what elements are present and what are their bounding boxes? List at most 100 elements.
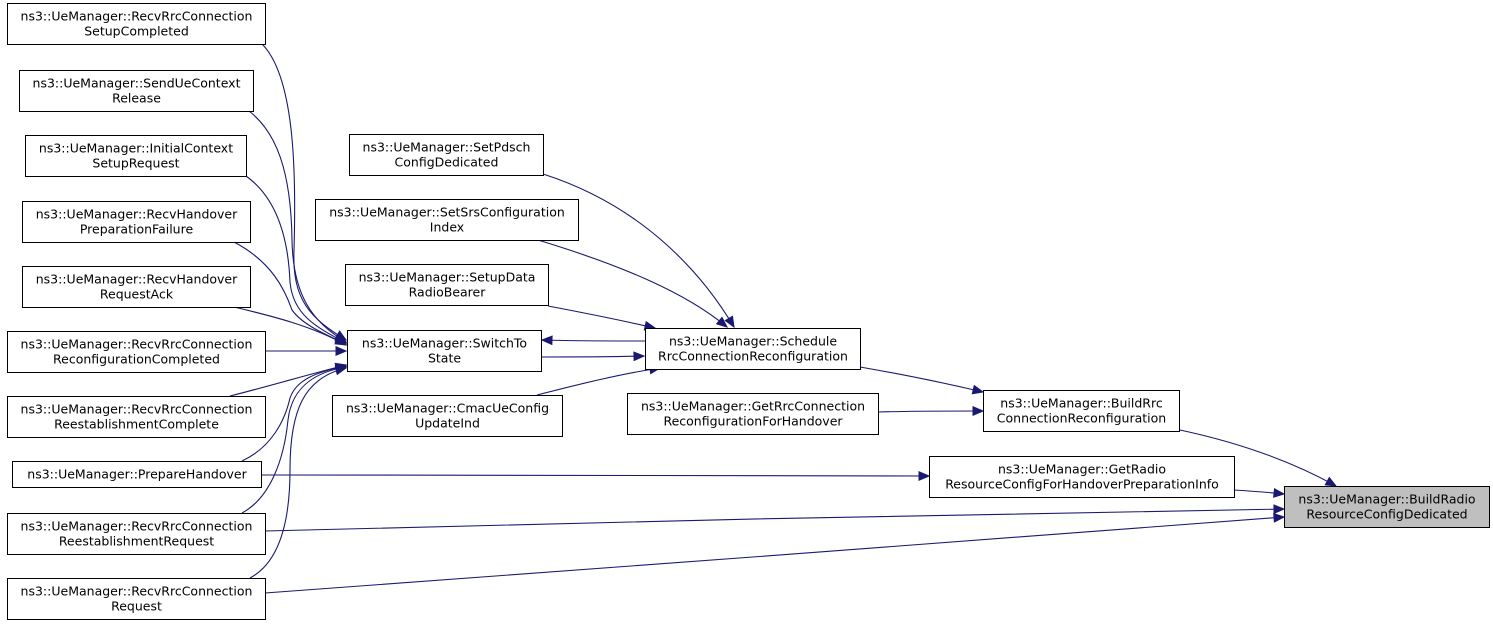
node-label-line: RadioBearer [409, 285, 487, 300]
node-label-line: ConfigDedicated [395, 155, 499, 170]
node-label-line: ReconfigurationCompleted [53, 352, 220, 367]
edge-set_pdsch_config_dedicated-to-schedule_rrc_connection_reconfiguration [542, 173, 735, 329]
edge-set_srs_configuration_index-to-schedule_rrc_connection_reconfiguration [537, 239, 728, 328]
node-build_rrc_connection_reconfiguration[interactable]: ns3::UeManager::BuildRrcConnectionReconf… [983, 390, 1180, 432]
edge-line [542, 173, 735, 328]
node-box [345, 264, 549, 306]
node-label-line: ReconfigurationForHandover [663, 414, 843, 429]
node-box [315, 199, 579, 241]
node-box [7, 331, 266, 373]
node-label-line: Release [112, 91, 161, 106]
edge-schedule_rrc_connection_reconfiguration-to-build_rrc_connection_reconfiguration [859, 366, 985, 395]
arrow-head [334, 335, 348, 346]
node-box [983, 390, 1180, 432]
edge-line [241, 366, 347, 514]
edge-recv_reestablishment_request-to-build_radio_resource_config_dedicated [264, 504, 1286, 532]
node-label-line: ns3::UeManager::GetRadio [998, 462, 1166, 477]
node-label-line: UpdateInd [415, 416, 480, 431]
node-label-line: ns3::UeManager::SendUeContext [33, 76, 241, 91]
node-box [19, 70, 254, 112]
node-recv_reconfiguration_completed[interactable]: ns3::UeManager::RecvRrcConnectionReconfi… [7, 331, 266, 373]
edge-cmac_ue_config_update_ind-to-schedule_rrc_connection_reconfiguration [536, 364, 662, 396]
node-box [347, 330, 542, 372]
node-label-line: ns3::UeManager::CmacUeConfig [346, 401, 549, 416]
node-box [25, 135, 247, 177]
node-label-line: ns3::UeManager::SetSrsConfiguration [329, 205, 565, 220]
edge-switch_to_state-to-schedule_rrc_connection_reconfiguration [540, 351, 646, 362]
node-label-line: ns3::UeManager::SetupData [359, 270, 536, 285]
node-box [349, 134, 544, 176]
node-prepare_handover[interactable]: ns3::UeManager::PrepareHandover [12, 461, 262, 488]
node-box [1284, 486, 1490, 528]
node-label-line: ns3::UeManager::InitialContext [39, 141, 233, 156]
node-get_radio_resource_config_for_handover_preparation_info[interactable]: ns3::UeManager::GetRadioResourceConfigFo… [929, 456, 1235, 498]
node-recv_reestablishment_complete[interactable]: ns3::UeManager::RecvRrcConnectionReestab… [7, 396, 266, 438]
edge-line [233, 306, 347, 346]
edge-line [248, 110, 347, 343]
node-schedule_rrc_connection_reconfiguration[interactable]: ns3::UeManager::ScheduleRrcConnectionRec… [645, 328, 861, 370]
edge-line [264, 516, 1285, 594]
node-label-line: ns3::UeManager::RecvHandover [36, 272, 238, 287]
node-label-line: ConnectionReconfiguration [997, 411, 1166, 426]
node-recv_handover_preparation_failure[interactable]: ns3::UeManager::RecvHandoverPreparationF… [22, 201, 251, 243]
edge-line [540, 355, 645, 358]
node-label-line: PreparationFailure [80, 222, 194, 237]
edge-line [260, 474, 930, 477]
node-box [7, 578, 266, 620]
node-label-line: ns3::UeManager::Schedule [669, 334, 837, 349]
node-label-line: ReestablishmentComplete [54, 417, 219, 432]
node-label-line: ns3::UeManager::BuildRadio [1298, 492, 1475, 507]
node-label-line: SetupRequest [92, 156, 179, 171]
node-box [332, 395, 563, 437]
node-label-line: ns3::UeManager::RecvRrcConnection [21, 519, 253, 534]
node-label-line: ns3::UeManager::BuildRrc [1000, 396, 1163, 411]
node-get_rrc_connection_reconfiguration_for_handover[interactable]: ns3::UeManager::GetRrcConnectionReconfig… [627, 393, 879, 435]
edge-recv_connection_request-to-build_radio_resource_config_dedicated [264, 512, 1286, 594]
edge-line [547, 305, 656, 329]
edge-get_rrc_connection_reconfiguration_for_handover-to-build_rrc_connection_reconfiguration [877, 406, 985, 416]
arrow-head [918, 471, 931, 481]
edge-line [249, 367, 347, 579]
arrow-head [1273, 487, 1286, 498]
node-box [12, 461, 262, 488]
edge-line [541, 339, 646, 342]
arrow-head [1324, 476, 1338, 487]
node-box [22, 201, 251, 243]
edge-line [245, 175, 347, 344]
node-label-line: ns3::UeManager::PrepareHandover [27, 467, 247, 482]
node-box [22, 266, 251, 308]
arrow-head [724, 315, 735, 329]
node-box [7, 3, 266, 45]
nodes-layer: ns3::UeManager::RecvRrcConnectionSetupCo… [7, 3, 1490, 620]
edge-line [859, 366, 984, 393]
node-recv_reestablishment_request[interactable]: ns3::UeManager::RecvRrcConnectionReestab… [7, 513, 266, 555]
node-label-line: ns3::UeManager::RecvRrcConnection [21, 584, 253, 599]
node-box [7, 396, 266, 438]
arrow-head [540, 335, 553, 346]
node-initial_context_setup_request[interactable]: ns3::UeManager::InitialContextSetupReque… [25, 135, 247, 177]
node-box [929, 456, 1235, 498]
node-label-line: Request [111, 599, 162, 614]
node-box [645, 328, 861, 370]
node-label-line: ns3::UeManager::GetRrcConnection [641, 399, 865, 414]
node-label-line: RrcConnectionReconfiguration [658, 349, 848, 364]
arrow-head [1273, 512, 1286, 523]
node-label-line: ResourceConfigForHandoverPreparationInfo [945, 477, 1219, 492]
node-build_radio_resource_config_dedicated[interactable]: ns3::UeManager::BuildRadioResourceConfig… [1284, 486, 1490, 528]
edge-get_radio_resource_config_for_handover_preparation_info-to-build_radio_resource_config_dedicated [1233, 487, 1286, 498]
node-box [7, 513, 266, 555]
arrow-head [972, 406, 985, 416]
edge-line [264, 508, 1285, 532]
node-recv_setup_completed[interactable]: ns3::UeManager::RecvRrcConnectionSetupCo… [7, 3, 266, 45]
edges-layer [229, 43, 1338, 594]
edge-schedule_rrc_connection_reconfiguration-to-switch_to_state [540, 335, 646, 346]
node-box [627, 393, 879, 435]
